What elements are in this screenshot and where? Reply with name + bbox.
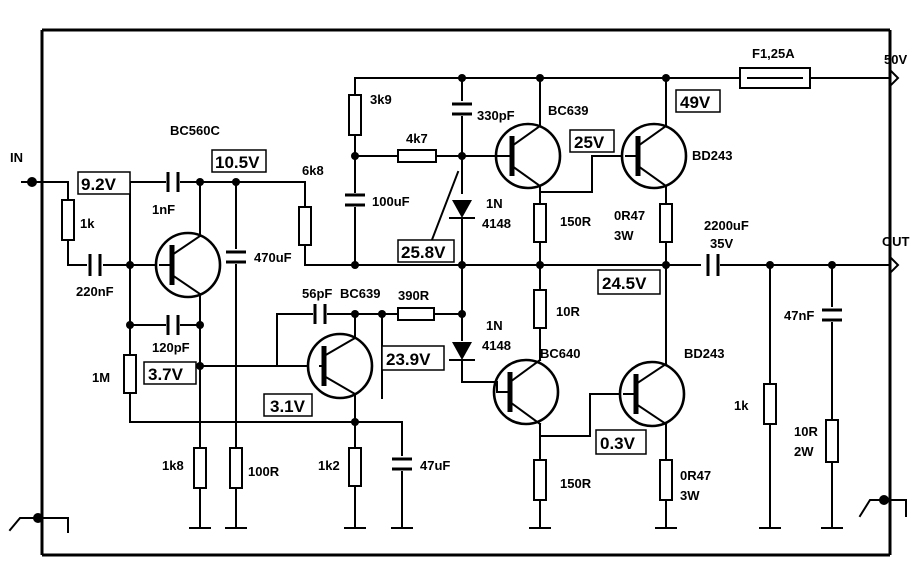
svg-text:6k8: 6k8 bbox=[302, 163, 324, 178]
q3-label: BC639 bbox=[548, 103, 588, 118]
svg-text:100R: 100R bbox=[248, 464, 280, 479]
input-label: IN bbox=[10, 150, 23, 165]
svg-text:1k2: 1k2 bbox=[318, 458, 340, 473]
svg-text:1k8: 1k8 bbox=[162, 458, 184, 473]
output-terminal-icon bbox=[888, 255, 900, 275]
svg-text:1N: 1N bbox=[486, 318, 503, 333]
svg-text:4148: 4148 bbox=[482, 216, 511, 231]
svg-text:1k: 1k bbox=[80, 216, 95, 231]
q6-label: BD243 bbox=[684, 346, 724, 361]
fuse-label: F1,25A bbox=[752, 46, 795, 61]
voltage-23-9V: 23.9V bbox=[386, 350, 431, 369]
svg-text:3W: 3W bbox=[614, 228, 634, 243]
svg-text:3W: 3W bbox=[680, 488, 700, 503]
svg-text:2W: 2W bbox=[794, 444, 814, 459]
resistor-10R-2W bbox=[825, 419, 839, 463]
svg-text:150R: 150R bbox=[560, 476, 592, 491]
supply-label: 50V bbox=[884, 52, 907, 67]
voltage-25-8V: 25.8V bbox=[401, 243, 446, 262]
supply-terminal-icon bbox=[888, 68, 900, 88]
voltage-24-5V: 24.5V bbox=[602, 274, 647, 293]
resistor-1M bbox=[123, 354, 137, 394]
svg-text:0R47: 0R47 bbox=[680, 468, 711, 483]
svg-text:56pF: 56pF bbox=[302, 286, 332, 301]
voltage-10-5V: 10.5V bbox=[215, 153, 260, 172]
resistor-100R bbox=[229, 447, 243, 489]
svg-text:4148: 4148 bbox=[482, 338, 511, 353]
voltage-49V: 49V bbox=[680, 93, 711, 112]
svg-text:BC639: BC639 bbox=[340, 286, 380, 301]
svg-text:10R: 10R bbox=[794, 424, 818, 439]
resistor-1k-input bbox=[61, 199, 75, 241]
svg-text:390R: 390R bbox=[398, 288, 430, 303]
resistor-1k8 bbox=[193, 447, 207, 489]
svg-text:47nF: 47nF bbox=[784, 308, 814, 323]
svg-text:10R: 10R bbox=[556, 304, 580, 319]
svg-text:1nF: 1nF bbox=[152, 202, 175, 217]
resistor-0R47-bottom bbox=[659, 459, 673, 501]
svg-text:47uF: 47uF bbox=[420, 458, 450, 473]
diode-d1 bbox=[452, 200, 472, 218]
svg-text:220nF: 220nF bbox=[76, 284, 114, 299]
svg-text:35V: 35V bbox=[710, 236, 733, 251]
svg-text:330pF: 330pF bbox=[477, 108, 515, 123]
transistor-q2 bbox=[306, 332, 374, 400]
resistor-150R-bottom bbox=[533, 459, 547, 501]
resistor-1k2 bbox=[348, 447, 362, 487]
q1-label: BC560C bbox=[170, 123, 220, 138]
resistor-4k7 bbox=[397, 149, 437, 163]
voltage-0-3V: 0.3V bbox=[600, 434, 636, 453]
svg-text:0R47: 0R47 bbox=[614, 208, 645, 223]
output-label: OUT bbox=[882, 234, 910, 249]
svg-text:100uF: 100uF bbox=[372, 194, 410, 209]
diode-d2 bbox=[452, 342, 472, 360]
voltage-3-7V: 3.7V bbox=[148, 365, 184, 384]
resistor-150R-top bbox=[533, 203, 547, 243]
svg-text:470uF: 470uF bbox=[254, 250, 292, 265]
svg-text:120pF: 120pF bbox=[152, 340, 190, 355]
resistor-0R47-top bbox=[659, 203, 673, 243]
svg-text:4k7: 4k7 bbox=[406, 131, 428, 146]
resistor-390R bbox=[397, 307, 435, 321]
voltage-25V: 25V bbox=[574, 133, 605, 152]
resistor-10R bbox=[533, 289, 547, 329]
svg-text:1M: 1M bbox=[92, 370, 110, 385]
svg-text:2200uF: 2200uF bbox=[704, 218, 749, 233]
voltage-3-1V: 3.1V bbox=[270, 397, 306, 416]
voltage-9-2V: 9.2V bbox=[81, 175, 117, 194]
q4-label: BD243 bbox=[692, 148, 732, 163]
q5-label: BC640 bbox=[540, 346, 580, 361]
svg-text:1N: 1N bbox=[486, 196, 503, 211]
resistor-1k-output bbox=[763, 383, 777, 425]
svg-text:3k9: 3k9 bbox=[370, 92, 392, 107]
svg-text:150R: 150R bbox=[560, 214, 592, 229]
resistor-3k9 bbox=[348, 94, 362, 136]
svg-text:1k: 1k bbox=[734, 398, 749, 413]
resistor-6k8 bbox=[298, 206, 312, 246]
